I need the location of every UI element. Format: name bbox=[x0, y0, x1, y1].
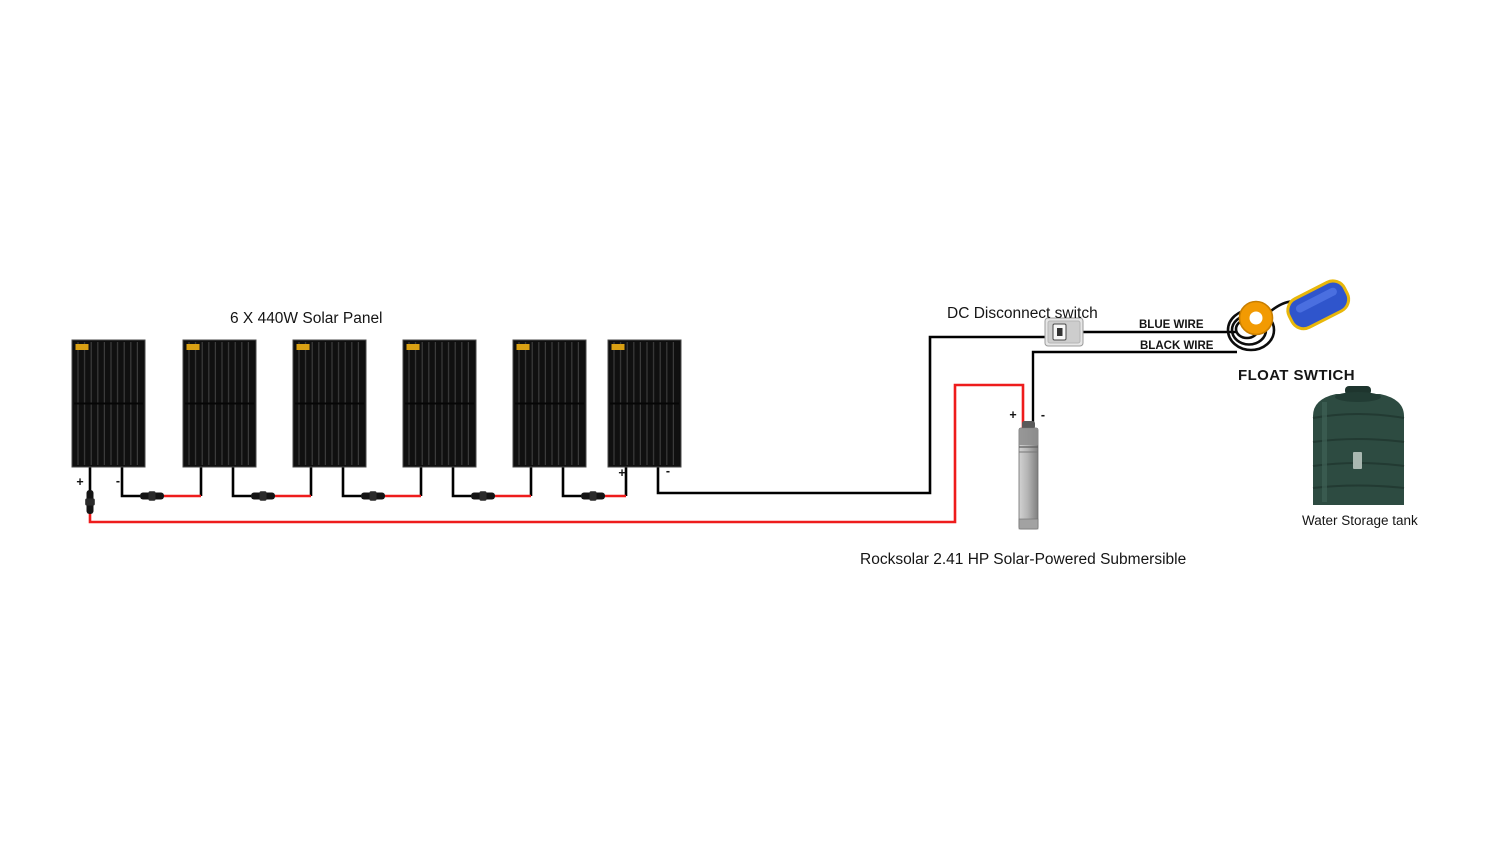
mc4-connector bbox=[471, 491, 495, 501]
float-ring-edge bbox=[1238, 300, 1274, 336]
pump-intake-section bbox=[1018, 518, 1039, 530]
float-switch-body bbox=[1286, 279, 1351, 331]
solar-panel-3 bbox=[292, 339, 367, 468]
pump-negative-wire bbox=[1031, 350, 1237, 428]
water-storage-tank bbox=[1312, 386, 1405, 505]
mc4-connector bbox=[361, 491, 385, 501]
mc4-connector bbox=[85, 490, 95, 514]
disconnect-lever bbox=[1057, 328, 1063, 336]
tank-cap-base bbox=[1335, 392, 1381, 402]
pump-negative-label: - bbox=[1041, 408, 1045, 422]
positive-main-wire bbox=[88, 383, 1025, 524]
float-switch bbox=[1226, 279, 1351, 352]
pump-head-section bbox=[1019, 428, 1038, 445]
dc-disconnect-switch bbox=[1044, 317, 1084, 347]
float-switch-label: FLOAT SWTICH bbox=[1238, 367, 1355, 384]
panel6-positive-label: + bbox=[618, 466, 625, 480]
panel1-negative-label: - bbox=[116, 474, 120, 488]
solar-array-label: 6 X 440W Solar Panel bbox=[230, 310, 383, 327]
solar-panel-2 bbox=[182, 339, 257, 468]
black-wire-label: BLACK WIRE bbox=[1140, 340, 1214, 352]
tank-level-indicator bbox=[1353, 452, 1362, 469]
water-tank-label: Water Storage tank bbox=[1302, 513, 1418, 528]
panel1-positive-label: + bbox=[76, 475, 83, 489]
pump-label: Rocksolar 2.41 HP Solar-Powered Submersi… bbox=[860, 551, 1186, 568]
float-body-highlight bbox=[1295, 287, 1337, 313]
solar-panel-1 bbox=[71, 339, 146, 468]
negative-main-wire bbox=[656, 335, 1046, 495]
tank-highlight bbox=[1322, 402, 1327, 502]
tank-body bbox=[1313, 394, 1404, 505]
float-ring-hole bbox=[1249, 311, 1263, 325]
submersible-pump bbox=[1018, 421, 1039, 530]
solar-panel-5 bbox=[512, 339, 587, 468]
mc4-connector bbox=[581, 491, 605, 501]
pump-positive-label: + bbox=[1009, 408, 1016, 422]
series-jumpers-black bbox=[120, 467, 628, 498]
solar-panel-4 bbox=[402, 339, 477, 468]
pump-cap bbox=[1022, 421, 1035, 429]
mc4-connector bbox=[251, 491, 275, 501]
blue-wire-label: BLUE WIRE bbox=[1139, 319, 1204, 331]
panel6-negative-label: - bbox=[666, 464, 670, 478]
solar-panel-6 bbox=[607, 339, 682, 468]
dc-disconnect-label: DC Disconnect switch bbox=[947, 305, 1098, 322]
mc4-connector bbox=[140, 491, 164, 501]
